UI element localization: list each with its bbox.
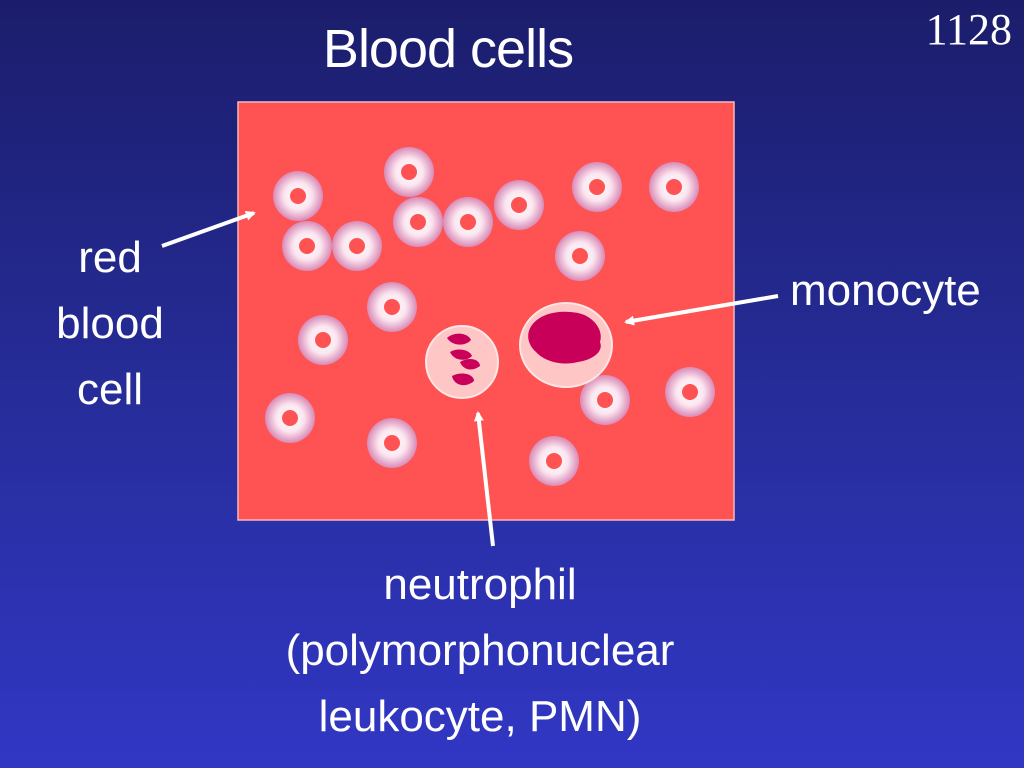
red-blood-cell-label: red blood cell bbox=[40, 225, 180, 423]
red-blood-cell bbox=[367, 418, 417, 468]
red-blood-cell-label-line: cell bbox=[76, 365, 144, 414]
red-blood-cell bbox=[572, 162, 622, 212]
red-blood-cell bbox=[580, 375, 630, 425]
neutrophil-label-line: neutrophil bbox=[383, 560, 577, 609]
red-blood-cell bbox=[649, 162, 699, 212]
red-blood-cell bbox=[529, 436, 579, 486]
monocyte-cell bbox=[519, 302, 613, 388]
red-blood-cell bbox=[393, 197, 443, 247]
plasma-field bbox=[237, 101, 735, 521]
red-blood-cell bbox=[494, 180, 544, 230]
red-blood-cell bbox=[443, 197, 493, 247]
neutrophil-arrow bbox=[473, 411, 495, 547]
monocyte-arrow bbox=[624, 294, 779, 326]
red-blood-cell-label-line: red bbox=[78, 233, 142, 282]
neutrophil-cell bbox=[425, 325, 499, 399]
slide-title: Blood cells bbox=[322, 19, 574, 79]
red-blood-cell bbox=[665, 367, 715, 417]
neutrophil-label-line: leukocyte, PMN) bbox=[318, 692, 642, 741]
red-blood-cell bbox=[367, 282, 417, 332]
red-blood-cell bbox=[265, 393, 315, 443]
neutrophil-label-line: (polymorphonuclear bbox=[285, 626, 675, 675]
red-blood-cell bbox=[298, 315, 348, 365]
red-blood-cells bbox=[265, 147, 715, 486]
red-blood-cell bbox=[555, 231, 605, 281]
red-blood-cell-label-line: blood bbox=[56, 299, 164, 348]
red-blood-cell bbox=[332, 221, 382, 271]
red-blood-cell bbox=[384, 147, 434, 197]
monocyte-label: monocyte bbox=[790, 266, 981, 315]
red-blood-cell-arrow bbox=[161, 210, 256, 248]
red-blood-cell bbox=[273, 171, 323, 221]
neutrophil-label: neutrophil (polymorphonuclear leukocyte,… bbox=[255, 552, 705, 750]
red-blood-cell bbox=[282, 221, 332, 271]
slide-number: 1128 bbox=[925, 5, 1012, 54]
